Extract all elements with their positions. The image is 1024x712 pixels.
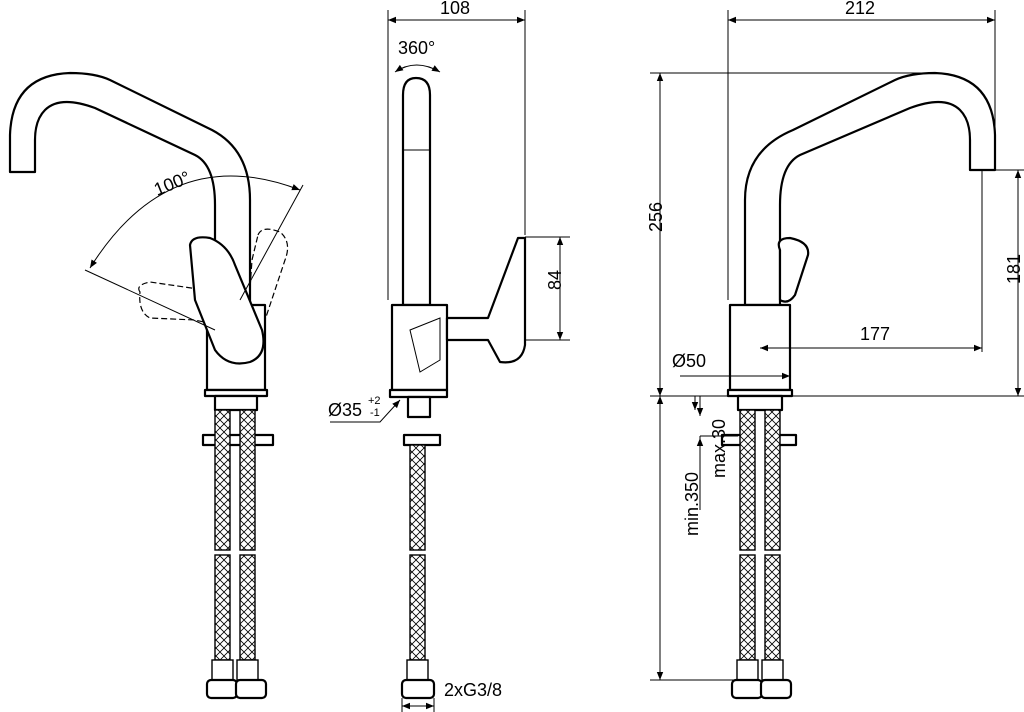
width-side-label: 108 — [440, 0, 470, 18]
handle-height-label: 84 — [545, 270, 565, 290]
hose-lower — [409, 554, 426, 661]
spout-reach-label: 177 — [860, 324, 890, 344]
handle — [445, 236, 527, 364]
hose-left — [214, 409, 231, 551]
hose-fitting — [211, 659, 234, 681]
hose — [409, 444, 426, 551]
connection-label: 2xG3/8 — [444, 680, 502, 700]
rotation-arrow — [394, 64, 441, 73]
tolerance-plus: +2 — [368, 395, 381, 407]
lever-ghost-left — [138, 281, 222, 323]
lever-angle-label: 100° — [151, 167, 193, 199]
fixing-plate — [201, 433, 275, 447]
hose-right — [764, 409, 781, 551]
hose-right-lower — [239, 554, 256, 661]
tube — [401, 76, 432, 307]
hose-left — [739, 409, 756, 551]
stud — [213, 394, 259, 412]
hose-length-label: min.350 — [682, 472, 702, 536]
height-total-label: 256 — [646, 202, 666, 232]
tolerance-minus: -1 — [370, 407, 380, 419]
front-view-dimensions: 212 256 181 177 Ø50 max.30 min.350 — [646, 0, 1024, 700]
hose-fitting — [236, 659, 259, 681]
hose-right-lower — [764, 554, 781, 661]
hole-diameter-label: Ø35 — [328, 400, 362, 420]
max-thickness-label: max.30 — [709, 419, 729, 478]
hose-left-lower — [739, 554, 756, 661]
fixing-plate — [402, 433, 442, 447]
nut-right — [234, 678, 268, 700]
angle-arc — [89, 175, 301, 269]
width-front-label: 212 — [845, 0, 875, 18]
side-view: 108 360° 84 Ø35 +2 -1 2xG3/8 — [328, 0, 570, 712]
nut — [400, 678, 436, 700]
hose-left-lower — [214, 554, 231, 661]
spout — [743, 71, 997, 307]
body-diameter-label: Ø50 — [672, 351, 706, 371]
front-view-rotation: 100° — [8, 71, 304, 700]
rotation-label: 360° — [398, 38, 435, 58]
hose-right — [239, 409, 256, 551]
body — [390, 303, 449, 392]
lever — [777, 236, 810, 303]
nut-left — [205, 678, 239, 700]
spout-height-label: 181 — [1004, 254, 1024, 284]
